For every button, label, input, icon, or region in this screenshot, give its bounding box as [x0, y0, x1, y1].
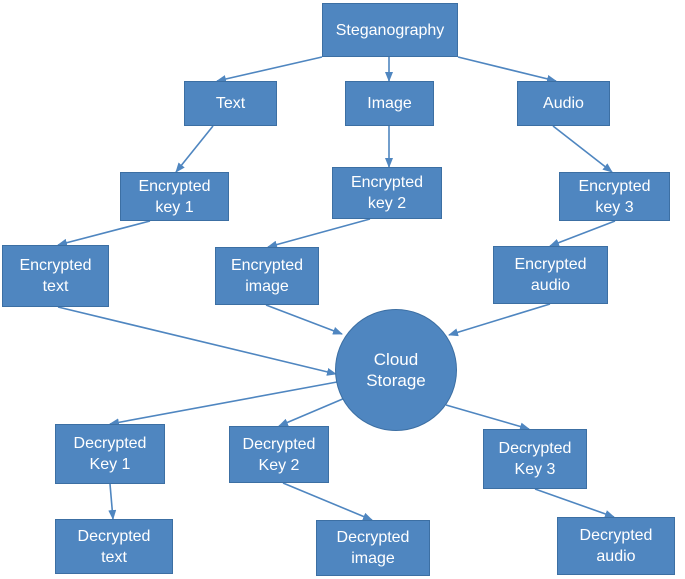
arrow-enc-image-to-cloud	[265, 304, 343, 335]
arrow-enc-audio-to-cloud	[448, 303, 551, 337]
node-encrypted-text: Encrypted text	[2, 245, 109, 307]
arrow-dec-key2-to-dec-image	[282, 482, 373, 521]
node-cloud-storage: Cloud Storage	[335, 309, 457, 431]
node-encrypted-audio: Encrypted audio	[493, 246, 608, 304]
arrow-dec-key3-to-dec-audio	[534, 488, 615, 518]
arrow-dec-key1-to-dec-text	[108, 483, 117, 520]
node-decrypted-key-2: Decrypted Key 2	[229, 426, 329, 483]
arrow-root-to-text	[216, 56, 323, 83]
arrow-cloud-to-dec-key1	[109, 381, 338, 427]
node-encrypted-key-1: Encrypted key 1	[120, 172, 229, 221]
node-decrypted-key-1: Decrypted Key 1	[55, 424, 165, 484]
arrow-cloud-to-dec-key3	[445, 404, 530, 431]
node-decrypted-key-3: Decrypted Key 3	[483, 429, 587, 489]
arrow-cloud-to-dec-key2	[278, 397, 346, 427]
node-encrypted-image: Encrypted image	[215, 247, 319, 305]
arrow-enc-key1-to-enc-text	[57, 220, 151, 247]
node-encrypted-key-2: Encrypted key 2	[332, 167, 442, 219]
node-audio: Audio	[517, 81, 610, 126]
arrow-text-to-enc-key1	[175, 125, 214, 173]
node-decrypted-text: Decrypted text	[55, 519, 173, 574]
arrow-enc-key2-to-enc-image	[267, 218, 371, 249]
arrow-enc-text-to-cloud	[57, 306, 337, 376]
node-text: Text	[184, 81, 277, 126]
arrow-root-to-audio	[457, 56, 557, 83]
node-steganography: Steganography	[322, 3, 458, 57]
arrow-audio-to-enc-key3	[552, 125, 613, 173]
node-encrypted-key-3: Encrypted key 3	[559, 172, 670, 221]
arrow-enc-key3-to-enc-audio	[549, 220, 616, 247]
node-image: Image	[345, 81, 434, 126]
node-decrypted-image: Decrypted image	[316, 520, 430, 576]
node-decrypted-audio: Decrypted audio	[557, 517, 675, 575]
